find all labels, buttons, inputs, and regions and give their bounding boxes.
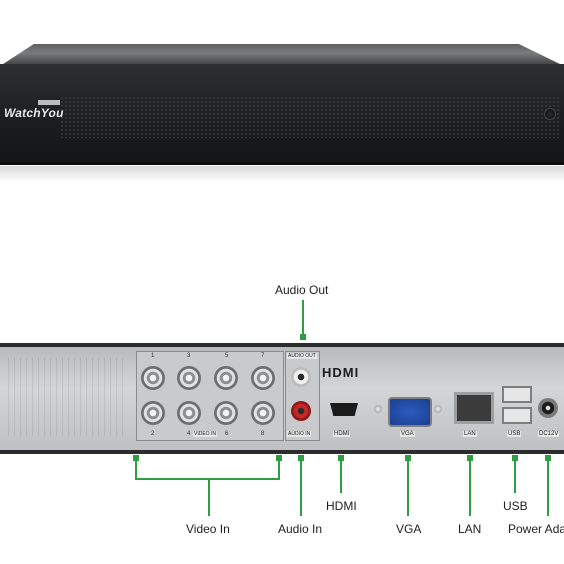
bnc-connector-icon: [214, 401, 238, 425]
label-video-in: Video In: [186, 522, 230, 536]
brand-logo: WatchYou: [4, 106, 64, 120]
label-audio-out: Audio Out: [275, 283, 329, 297]
callout-dot: [338, 455, 344, 461]
callout-line: [208, 478, 210, 516]
bnc-number: 4: [187, 431, 191, 437]
callout-line: [469, 461, 471, 516]
callout-line: [300, 461, 302, 516]
callout-line: [302, 300, 304, 336]
dc-port-tag: DC12V: [538, 431, 560, 437]
label-hdmi: HDMI: [326, 499, 357, 513]
bnc-connector-icon: [177, 366, 201, 390]
bnc-connector-icon: [214, 366, 238, 390]
callout-line: [278, 461, 280, 479]
vga-screw-icon: [374, 405, 382, 413]
bnc-connector-icon: [251, 401, 275, 425]
dvr-front-grille: [60, 96, 560, 138]
callout-dot: [276, 455, 282, 461]
bnc-number: 2: [151, 431, 155, 437]
callout-line: [514, 461, 516, 493]
hdmi-logo: HDMI: [322, 365, 360, 380]
audio-in-tag: AUDIO IN: [287, 431, 312, 437]
vga-port-tag: VGA: [400, 431, 415, 437]
audio-in-jack-icon: [291, 401, 311, 421]
power-led-icon: [544, 108, 556, 120]
bnc-number: 1: [151, 353, 155, 359]
bnc-connector-icon: [251, 366, 275, 390]
callout-line: [135, 461, 137, 479]
bnc-number: 6: [225, 431, 229, 437]
hdmi-port-icon: [330, 403, 358, 416]
dc-power-port-icon: [538, 398, 558, 418]
vga-port-icon: [388, 397, 432, 427]
usb-port-icon: [502, 407, 532, 424]
label-lan: LAN: [458, 522, 482, 536]
lan-port-icon: [454, 392, 494, 424]
brand-mark: [38, 100, 60, 105]
label-audio-in: Audio In: [278, 522, 323, 536]
bnc-number: 3: [187, 353, 191, 359]
audio-out-jack-icon: [291, 367, 311, 387]
callout-dot: [405, 455, 411, 461]
usb-port-tag: USB: [507, 431, 522, 437]
audio-panel: [285, 351, 320, 441]
front-shadow: [0, 166, 564, 182]
callout-dot: [133, 455, 139, 461]
dvr-front-top: [0, 44, 564, 66]
video-in-panel: [136, 351, 284, 441]
bnc-connector-icon: [177, 401, 201, 425]
callout-dot: [545, 455, 551, 461]
callout-dot: [298, 455, 304, 461]
usb-port-icon: [502, 386, 532, 403]
audio-out-tag: AUDIO OUT: [287, 353, 317, 359]
bnc-connector-icon: [141, 366, 165, 390]
bnc-number: 5: [225, 353, 229, 359]
label-usb: USB: [503, 499, 528, 513]
video-in-tag: VIDEO IN: [193, 431, 217, 437]
callout-line: [407, 461, 409, 516]
back-vent: [8, 358, 128, 436]
callout-line: [135, 478, 280, 480]
bnc-connector-icon: [141, 401, 165, 425]
callout-dot: [512, 455, 518, 461]
callout-line: [547, 461, 549, 516]
bnc-number: 8: [261, 431, 265, 437]
callout-line: [340, 461, 342, 493]
vga-screw-icon: [434, 405, 442, 413]
label-vga: VGA: [396, 522, 422, 536]
lan-port-tag: LAN: [463, 431, 477, 437]
hdmi-port-tag: HDMI: [333, 431, 351, 437]
callout-dot: [300, 334, 306, 340]
bnc-number: 7: [261, 353, 265, 359]
label-power-adapter: Power Ada: [508, 522, 564, 536]
callout-dot: [467, 455, 473, 461]
